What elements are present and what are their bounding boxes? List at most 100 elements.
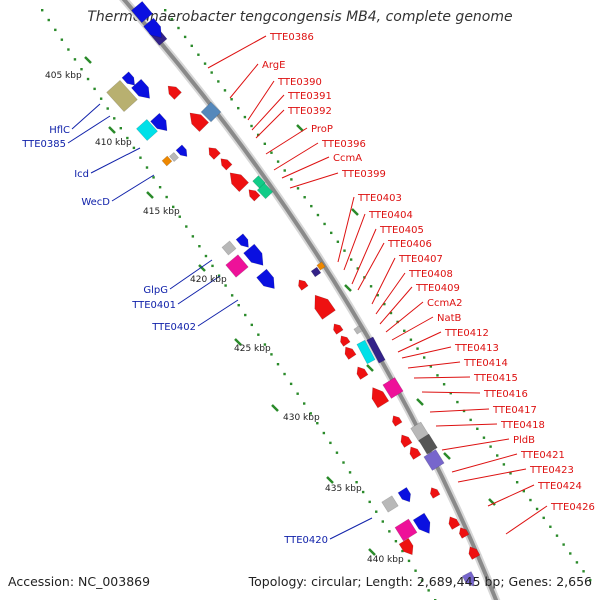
gene-label-right: TTE0415 bbox=[473, 373, 518, 384]
tick-dot-inner bbox=[420, 579, 424, 582]
tick-dot-outer bbox=[509, 472, 512, 475]
gene-block bbox=[382, 377, 404, 399]
gene-arrow bbox=[167, 85, 182, 100]
tick-dot-inner bbox=[257, 333, 260, 336]
gene-label-connector bbox=[435, 423, 498, 427]
gene-label-left: HflC bbox=[49, 125, 70, 136]
gene-arrow bbox=[468, 546, 481, 560]
tick-dot-inner bbox=[361, 490, 365, 494]
gene-arrow bbox=[371, 387, 390, 409]
gene-label-right: TTE0412 bbox=[444, 328, 489, 339]
major-tick bbox=[234, 338, 242, 346]
gene-block bbox=[418, 433, 438, 455]
tick-dot-inner bbox=[283, 372, 286, 376]
gene-block bbox=[316, 261, 326, 271]
gene-label-left: TTE0401 bbox=[131, 300, 176, 311]
gene-block bbox=[161, 155, 173, 167]
tick-dot-inner bbox=[342, 461, 345, 464]
tick-dot-inner bbox=[178, 215, 181, 218]
gene-label-connector bbox=[343, 213, 366, 271]
tick-dot-inner bbox=[296, 392, 299, 395]
gene-label-connector bbox=[251, 94, 285, 131]
scale-label: 440 kbp bbox=[367, 555, 404, 565]
gene-label-connector bbox=[281, 156, 330, 179]
gene-label-right: TTE0392 bbox=[287, 106, 332, 117]
tick-dot-inner bbox=[99, 97, 103, 100]
tick-dot-inner bbox=[158, 186, 162, 189]
tick-dot-inner bbox=[145, 166, 149, 169]
gene-label-connector bbox=[351, 228, 377, 285]
tick-dot-inner bbox=[47, 18, 50, 22]
tick-dot-inner bbox=[185, 225, 188, 228]
gene-label-connector bbox=[407, 361, 461, 369]
gene-label-left: Icd bbox=[74, 169, 89, 180]
tick-dot-inner bbox=[309, 412, 312, 415]
tick-dot-outer bbox=[237, 106, 240, 110]
gene-label-connector bbox=[67, 115, 111, 144]
gene-block bbox=[221, 240, 237, 256]
gene-label-right: TTE0405 bbox=[379, 225, 424, 236]
tick-dot-outer bbox=[256, 133, 260, 137]
gene-arrow bbox=[298, 279, 309, 291]
gene-arrow bbox=[150, 112, 168, 132]
tick-dot-inner bbox=[394, 540, 398, 543]
gene-block bbox=[366, 336, 386, 364]
tick-dot-outer bbox=[542, 516, 545, 520]
gene-label-right: CcmA2 bbox=[427, 298, 462, 309]
tick-dot-inner bbox=[224, 284, 227, 287]
gene-label-right: TTE0426 bbox=[550, 502, 595, 513]
tick-dot-inner bbox=[198, 245, 201, 248]
tick-dot-inner bbox=[67, 48, 70, 51]
tick-dot-outer bbox=[515, 481, 519, 484]
tick-dot-inner bbox=[355, 481, 358, 484]
gene-label-right: TTE0416 bbox=[483, 389, 528, 400]
gene-arrow bbox=[392, 415, 403, 427]
gene-arrow bbox=[412, 512, 431, 534]
scale-label: 425 kbp bbox=[234, 344, 271, 354]
tick-dot-inner bbox=[217, 274, 221, 277]
gene-label-connector bbox=[379, 286, 413, 325]
gene-arrow bbox=[220, 158, 233, 171]
gene-arrow bbox=[229, 172, 250, 193]
tick-dot-inner bbox=[191, 235, 195, 238]
tick-dot-inner bbox=[139, 156, 142, 159]
gene-arrow bbox=[398, 537, 414, 556]
tick-dot-outer bbox=[422, 356, 426, 359]
tick-dot-inner bbox=[270, 353, 273, 356]
gene-label-connector bbox=[329, 517, 373, 540]
gene-arrow bbox=[409, 446, 422, 460]
gene-label-right: ArgE bbox=[262, 60, 285, 71]
tick-dot-inner bbox=[113, 117, 116, 120]
gene-arrow bbox=[121, 71, 136, 86]
gene-block bbox=[200, 101, 222, 123]
tick-dot-inner bbox=[211, 264, 214, 268]
tick-dot-inner bbox=[152, 176, 155, 179]
tick-dot-inner bbox=[335, 451, 339, 454]
tick-dot-outer bbox=[223, 89, 227, 92]
gene-arrow bbox=[400, 434, 413, 448]
gene-arrow bbox=[397, 487, 411, 503]
gene-label-left: TTE0420 bbox=[283, 535, 328, 546]
scale-label: 410 kbp bbox=[95, 138, 132, 148]
major-tick bbox=[198, 264, 206, 272]
tick-dot-outer bbox=[330, 231, 333, 235]
gene-block bbox=[106, 79, 138, 113]
gene-label-connector bbox=[111, 174, 155, 202]
accession-text: Accession: NC_003869 bbox=[8, 574, 151, 589]
gene-arrow bbox=[448, 516, 461, 530]
gene-label-right: ProP bbox=[311, 124, 333, 135]
gene-label-right: TTE0414 bbox=[463, 358, 508, 369]
tick-dot-inner bbox=[237, 304, 240, 307]
tick-dot-inner bbox=[407, 559, 411, 563]
gene-label-right: TTE0423 bbox=[529, 465, 574, 476]
gene-arrow bbox=[340, 335, 351, 347]
gene-label-connector bbox=[391, 316, 434, 341]
gene-block bbox=[169, 151, 179, 163]
gene-arrow bbox=[175, 144, 188, 157]
tick-dot-outer bbox=[436, 374, 439, 377]
gene-block bbox=[381, 495, 399, 513]
tick-dot-outer bbox=[197, 53, 200, 56]
gene-block bbox=[394, 518, 418, 542]
gene-arrow bbox=[314, 294, 336, 320]
scale-label: 415 kbp bbox=[143, 207, 180, 217]
